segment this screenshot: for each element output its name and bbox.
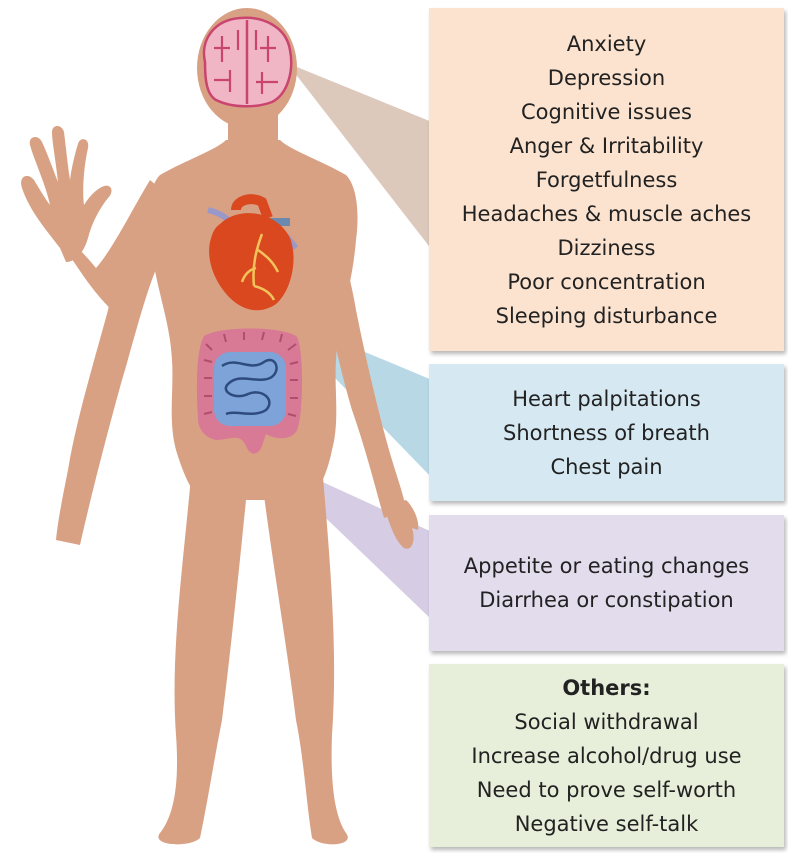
brain-illustration	[204, 18, 291, 107]
gut-symptoms-box: Appetite or eating changes Diarrhea or c…	[429, 515, 784, 651]
symptom-item: Need to prove self-worth	[477, 773, 736, 807]
left-leg	[158, 465, 248, 844]
symptom-item: Increase alcohol/drug use	[471, 739, 741, 773]
brain-symptoms-box: Anxiety Depression Cognitive issues Ange…	[429, 8, 784, 351]
symptom-item: Shortness of breath	[503, 416, 710, 450]
symptom-item: Depression	[548, 61, 665, 95]
others-heading: Others:	[562, 671, 650, 705]
symptom-item: Anxiety	[567, 27, 647, 61]
symptom-item: Diarrhea or constipation	[479, 583, 733, 617]
symptom-item: Appetite or eating changes	[464, 549, 749, 583]
raised-hand	[21, 126, 111, 262]
other-symptoms-box: Others: Social withdrawal Increase alcoh…	[429, 664, 784, 847]
symptom-item: Sleeping disturbance	[496, 299, 718, 333]
symptom-item: Negative self-talk	[515, 807, 699, 841]
symptom-item: Chest pain	[550, 450, 662, 484]
symptom-item: Social withdrawal	[514, 705, 698, 739]
symptom-item: Heart palpitations	[512, 382, 701, 416]
intestine-illustration	[197, 329, 302, 454]
heart-symptoms-box: Heart palpitations Shortness of breath C…	[429, 364, 784, 501]
symptom-item: Forgetfulness	[536, 163, 678, 197]
symptom-item: Anger & Irritability	[510, 129, 704, 163]
symptom-item: Dizziness	[558, 231, 656, 265]
symptom-item: Poor concentration	[507, 265, 705, 299]
symptom-item: Headaches & muscle aches	[462, 197, 752, 231]
symptom-item: Cognitive issues	[521, 95, 692, 129]
